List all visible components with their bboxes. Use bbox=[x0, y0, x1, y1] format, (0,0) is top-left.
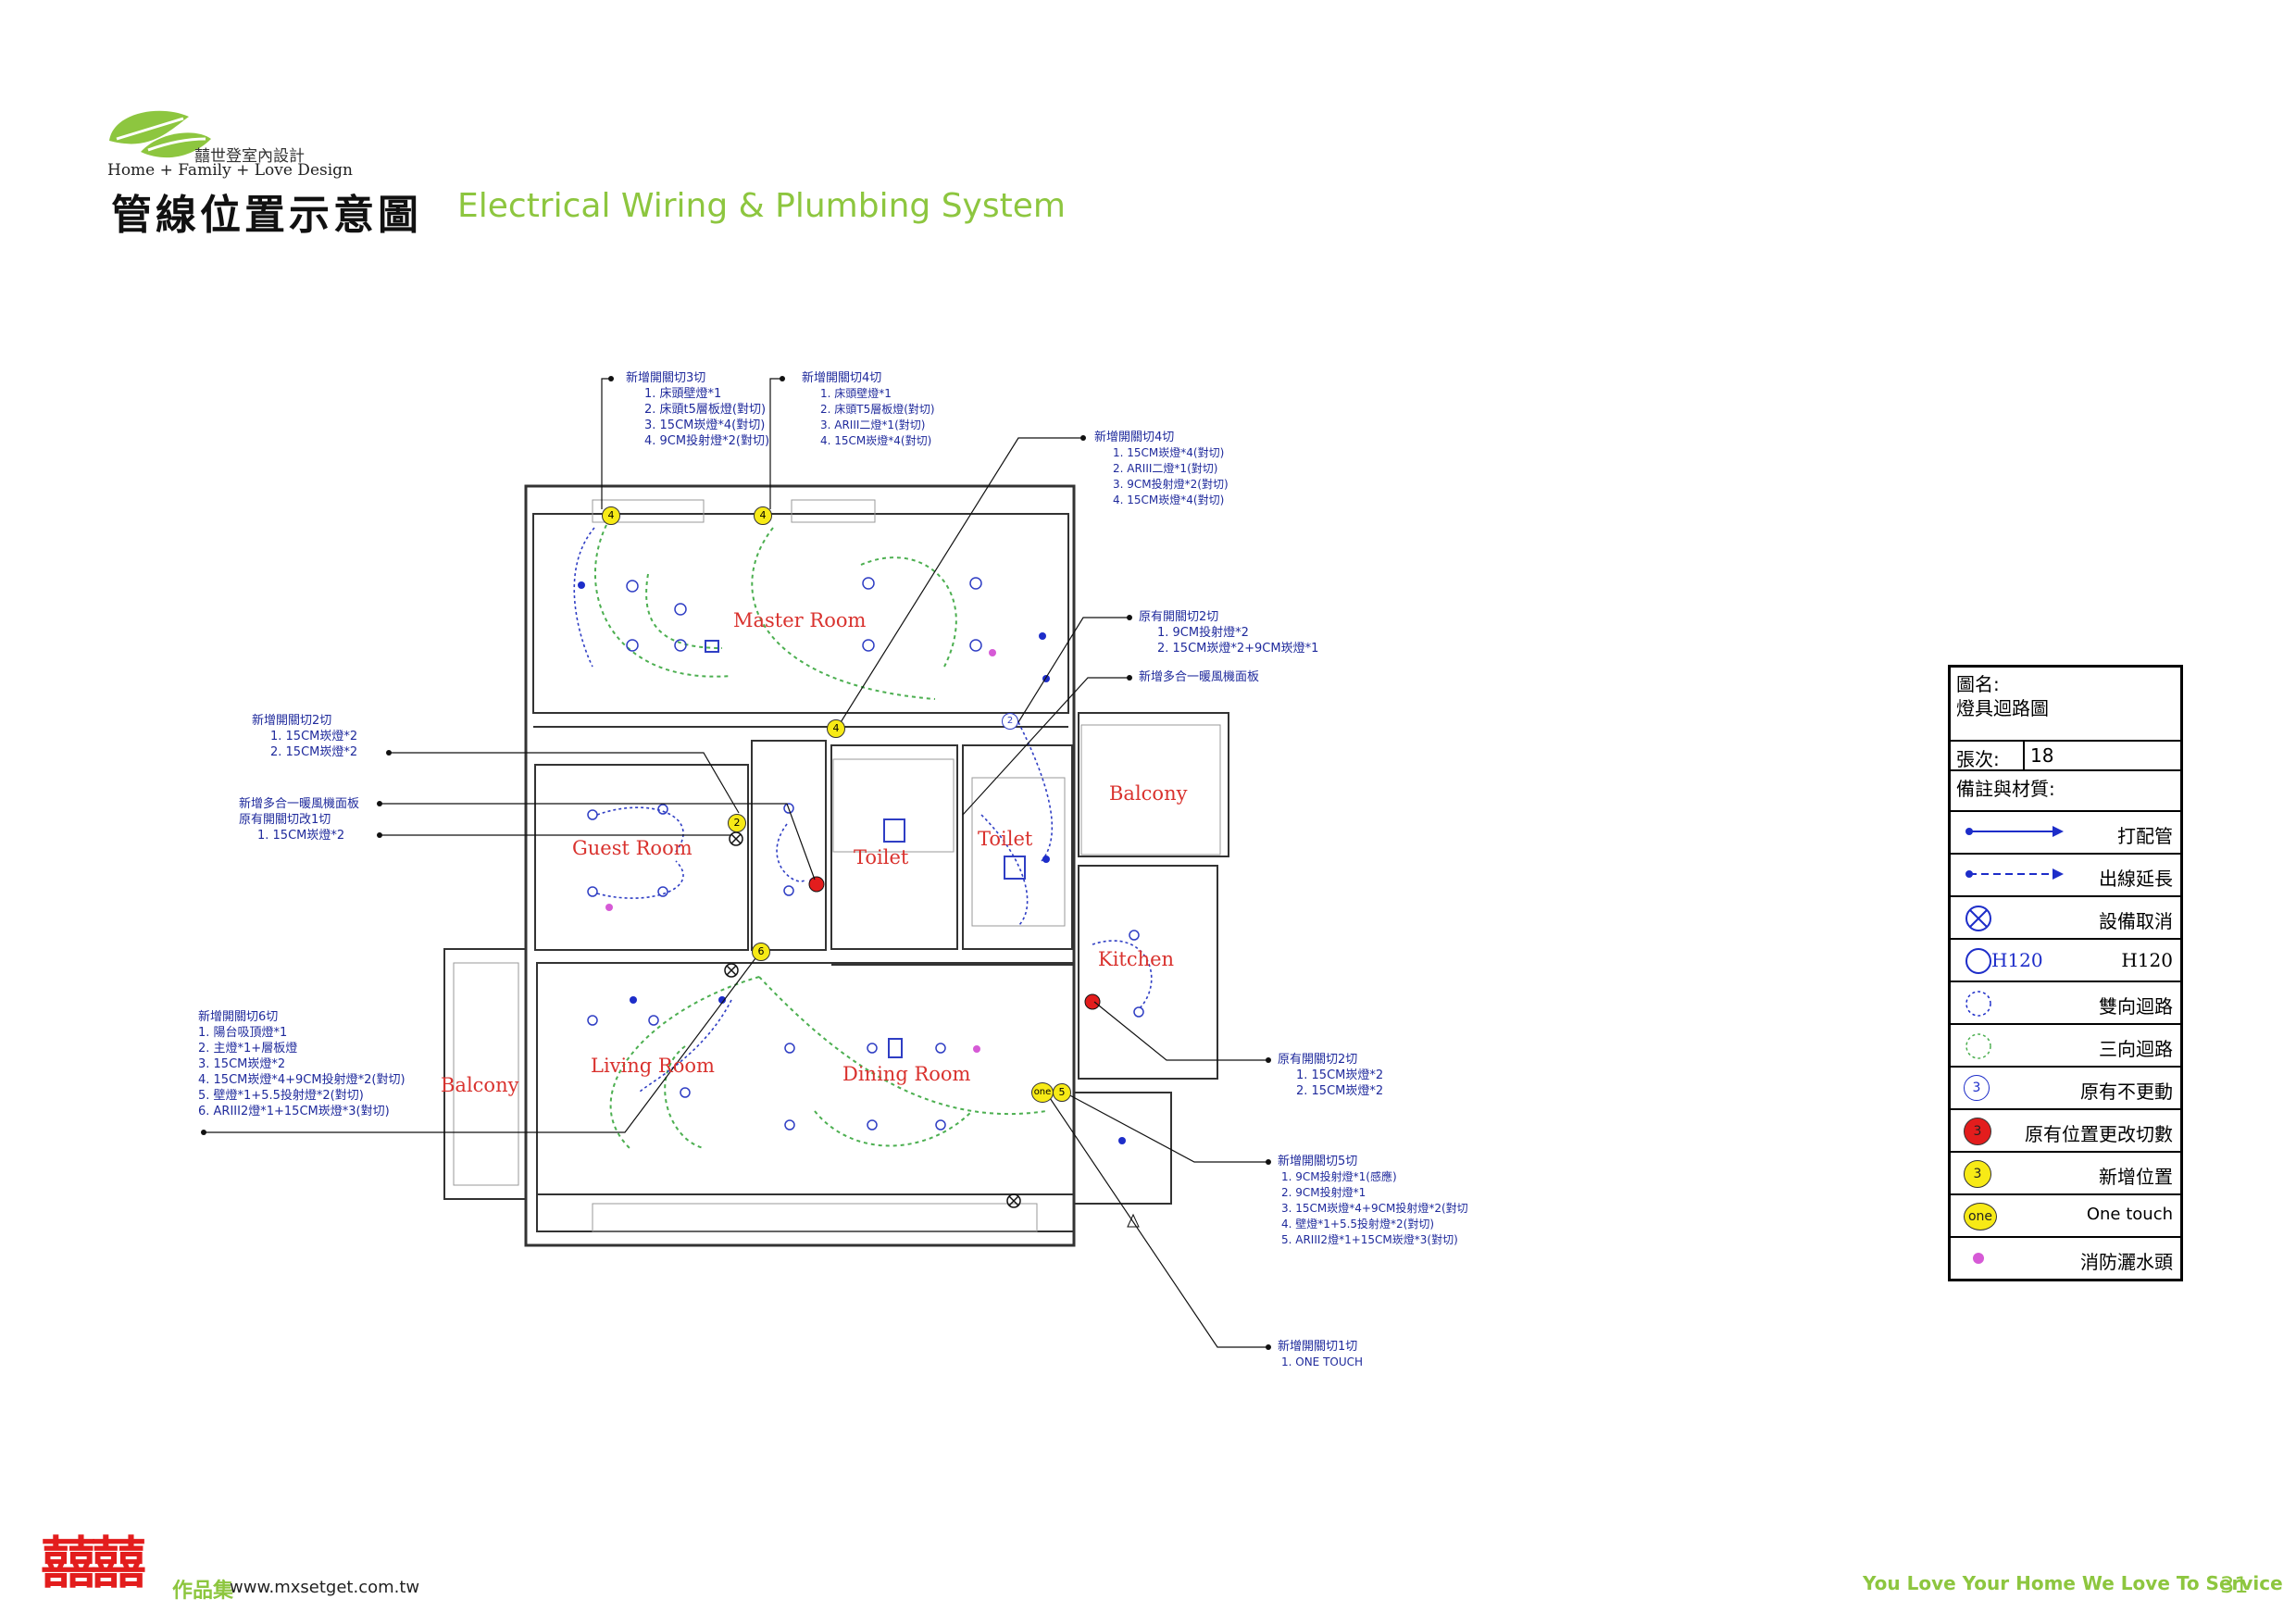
yellow-number-icon: 3 bbox=[1964, 1160, 1991, 1188]
marker-new-5-dining: 5 bbox=[1053, 1083, 1071, 1102]
legend-row-conduit: 打配管 bbox=[1951, 810, 2180, 853]
toilet1-wall bbox=[830, 744, 958, 950]
lower-strip bbox=[536, 1193, 1075, 1232]
legend-row-new: 3 新增位置 bbox=[1951, 1151, 2180, 1193]
legend-sheet-row: 張次: 18 bbox=[1951, 740, 2180, 770]
room-balcony-right: Balcony bbox=[1109, 782, 1188, 805]
legend-row-three-way: 三向迴路 bbox=[1951, 1023, 2180, 1066]
dashed-arrow-icon bbox=[1965, 868, 2064, 880]
note-hall-heater-panel: 新增多合一暖風機面板 原有開關切改1切 1. 15CM崁燈*2 bbox=[239, 797, 360, 843]
legend-remarks-row: 備註與材質: bbox=[1951, 769, 2180, 810]
company-name-cn: 囍世登室內設計 bbox=[194, 147, 305, 166]
red-number-icon: 3 bbox=[1964, 1118, 1991, 1145]
red-changed-switch-kitchen bbox=[1084, 993, 1101, 1010]
solid-arrow-icon bbox=[1965, 826, 2064, 837]
marker-new-2-guest: 2 bbox=[728, 814, 746, 832]
leaf-logo-icon bbox=[109, 110, 211, 158]
side-annex bbox=[1073, 1092, 1172, 1205]
legend-row-cancel: 設備取消 bbox=[1951, 895, 2180, 938]
marker-new-4-master-right: 4 bbox=[754, 506, 772, 525]
red-changed-switch bbox=[808, 876, 825, 893]
dotted-blue-circle-icon bbox=[1965, 991, 1991, 1017]
blue-number-icon: 3 bbox=[1964, 1075, 1990, 1101]
page-number: 31 bbox=[2220, 1572, 2249, 1598]
marker-new-4-hall: 4 bbox=[827, 719, 845, 738]
legend-title: 圖名: 燈具迴路圖 bbox=[1956, 673, 2049, 719]
legend-row-changed: 3 原有位置更改切數 bbox=[1951, 1108, 2180, 1151]
hall-wall bbox=[751, 740, 827, 951]
kitchen-wall bbox=[1078, 865, 1218, 1080]
guest-room-wall bbox=[534, 764, 749, 951]
footer-label: 作品集 bbox=[172, 1580, 234, 1603]
legend-row-two-way: 雙向迴路 bbox=[1951, 981, 2180, 1023]
footer-logo: 囍囍 bbox=[41, 1531, 146, 1596]
company-name-en: Home + Family + Love Design bbox=[107, 161, 353, 180]
page-title-en: Electrical Wiring & Plumbing System bbox=[457, 187, 1066, 225]
room-living: Living Room bbox=[591, 1055, 715, 1077]
outer-wall bbox=[524, 484, 1076, 1247]
note-hall-switch: 新增開關切4切 1. 15CM崁燈*4(對切)2. ARIII二燈*1(對切)3… bbox=[1094, 431, 1229, 506]
one-touch-icon: one bbox=[1964, 1203, 1997, 1230]
master-room-wall bbox=[532, 513, 1069, 714]
footer-website-link[interactable]: www.mxsetget.com.tw bbox=[230, 1578, 420, 1597]
marker-existing-2-toilet: 2 bbox=[1002, 713, 1018, 730]
marker-new-4-master-left: 4 bbox=[602, 506, 620, 525]
footer-slogan: You Love Your Home We Love To Service bbox=[1863, 1572, 2283, 1594]
legend-table: 圖名: 燈具迴路圖 張次: 18 備註與材質: 打配管 出線延長 設備取消 H1… bbox=[1948, 665, 2183, 1281]
balcony-right-wall bbox=[1078, 712, 1229, 857]
dotted-green-circle-icon bbox=[1965, 1033, 1991, 1059]
room-dining: Dining Room bbox=[842, 1063, 971, 1085]
room-balcony-left: Balcony bbox=[441, 1074, 519, 1096]
room-toilet-2: Toilet bbox=[978, 828, 1033, 850]
note-toilet-heater-panel: 新增多合一暖風機面板 bbox=[1139, 670, 1260, 684]
legend-row-existing: 3 原有不更動 bbox=[1951, 1066, 2180, 1108]
room-toilet-1: Toilet bbox=[854, 846, 909, 868]
legend-row-extension: 出線延長 bbox=[1951, 853, 2180, 895]
note-one-touch-switch: 新增開關切1切 1. ONE TOUCH bbox=[1278, 1340, 1364, 1368]
room-master: Master Room bbox=[733, 609, 867, 631]
crossed-circle-icon bbox=[1965, 906, 1991, 931]
brand-logo bbox=[104, 104, 215, 169]
page-title-cn: 管線位置示意圖 bbox=[111, 192, 422, 239]
marker-new-6-living: 6 bbox=[752, 943, 770, 961]
legend-row-sprinkler: 消防灑水頭 bbox=[1951, 1236, 2180, 1279]
balcony-left-wall bbox=[443, 948, 527, 1200]
toilet2-wall bbox=[962, 744, 1073, 950]
sprinkler-icon bbox=[1973, 1253, 1984, 1264]
legend-row-one-touch: one One touch bbox=[1951, 1193, 2180, 1236]
outlet-icon bbox=[1965, 948, 1991, 974]
legend-row-h120: H120 H120 bbox=[1951, 938, 2180, 981]
marker-one-touch: one bbox=[1031, 1082, 1054, 1103]
room-guest: Guest Room bbox=[572, 837, 693, 859]
room-kitchen: Kitchen bbox=[1098, 948, 1175, 970]
